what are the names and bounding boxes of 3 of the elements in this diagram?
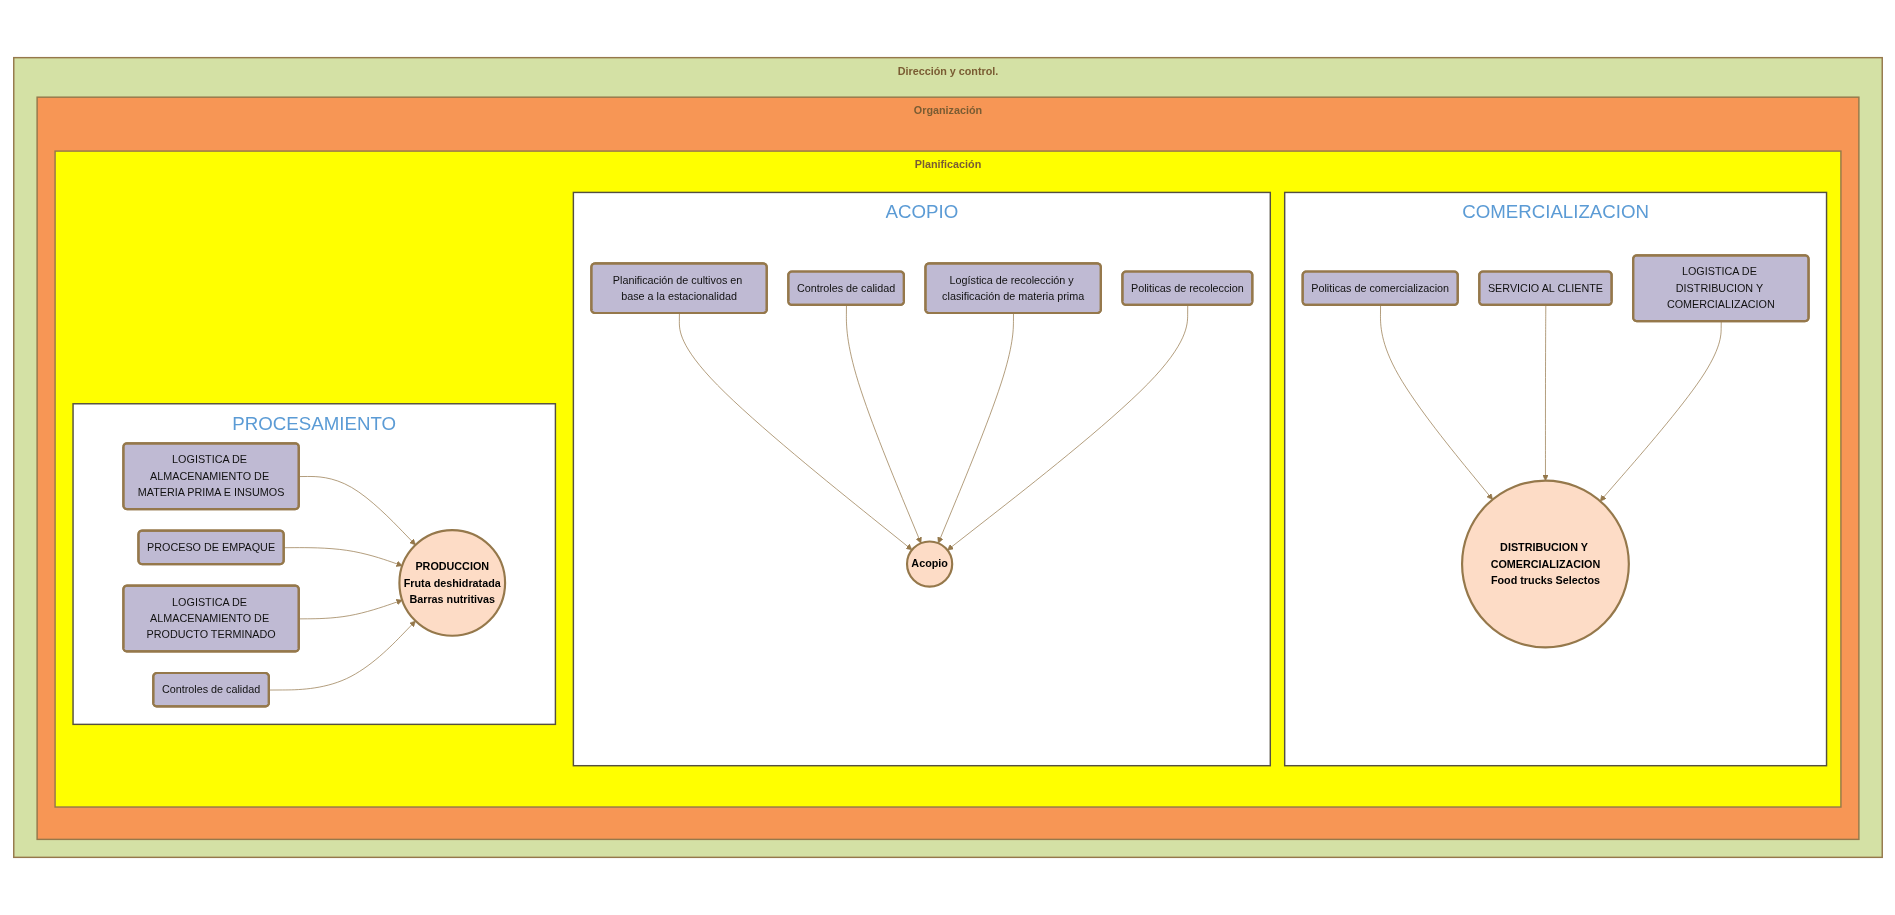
node-circle: PRODUCCION Fruta deshidratada Barras nutritivas — [397, 529, 506, 637]
node-circle: Acopio — [905, 540, 953, 588]
node-circle: DISTRIBUCION Y COMERCIALIZACION Food trucks Selectos — [1460, 479, 1630, 649]
